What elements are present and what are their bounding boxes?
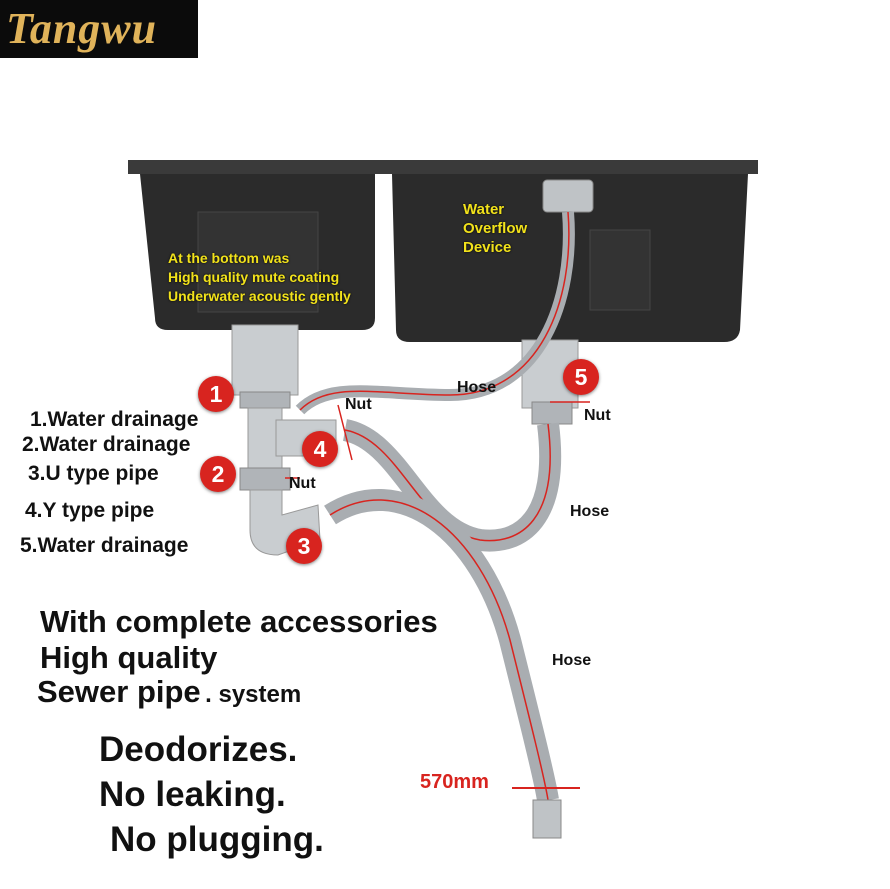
hose-callout-overflow: Hose [457,379,497,396]
legend-item-1: 1.Water drainage [30,408,199,431]
left-nut-1 [239,391,291,409]
nut-callout-y: Nut [345,396,372,413]
overflow-hose-outline [299,211,570,411]
sink-rim [128,160,758,174]
marker-3: 3 [286,528,322,564]
left-bowl-pad [197,211,319,313]
coating-label-line: At the bottom was [168,250,290,266]
feature-line-3: Sewer pipe . system [37,674,301,710]
marker-5: 5 [563,359,599,395]
right-hose-outline [344,423,551,542]
marker-2: 2 [200,456,236,492]
left-nut-2 [239,467,291,491]
overflow-label: Water Overflow Device [463,200,527,257]
outlet-hose-outline [329,499,549,801]
legend-item-2: 2.Water drainage [22,433,191,456]
claim-deodorizes: Deodorizes. [99,730,298,769]
coating-label-line: High quality mute coating [168,269,340,285]
feature-line-1: With complete accessories [40,604,438,639]
left-drain [231,324,299,396]
overflow-label-line: Overflow [463,220,528,237]
nut-callout-right: Nut [584,407,611,424]
right-nut [531,401,573,425]
legend-item-4: 4.Y type pipe [25,499,155,522]
claim-no-plugging: No plugging. [110,820,324,859]
hose-end [532,799,562,839]
claim-no-leaking: No leaking. [99,775,286,814]
hose-callout-outlet: Hose [552,652,592,669]
overflow-label-line: Device [463,239,512,256]
overflow-label-line: Water [463,201,505,218]
overflow-device [542,179,594,213]
marker-4: 4 [302,431,338,467]
feature-line-3-suffix: . system [205,681,302,708]
marker-1: 1 [198,376,234,412]
nut-leader-1 [337,404,353,461]
legend-item-3: 3.U type pipe [28,462,159,485]
hose-callout-right: Hose [570,503,610,520]
legend-item-5: 5.Water drainage [20,534,189,557]
hose-length-label: 570mm [420,771,489,793]
nut-callout-u: Nut [289,475,316,492]
coating-label: At the bottom was High quality mute coat… [168,249,351,306]
feature-line-2: High quality [40,640,218,675]
coating-label-line: Underwater acoustic gently [168,288,351,304]
feature-line-3-main: Sewer pipe [37,674,201,709]
brand-logo: Tangwu [0,0,198,58]
right-bowl-pad [589,229,651,311]
